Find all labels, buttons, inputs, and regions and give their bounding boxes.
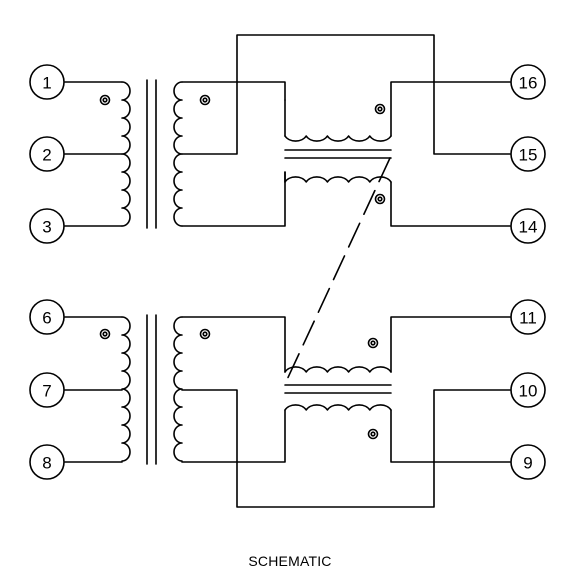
wire-sec-top-tap (181, 34, 511, 155)
pin-7: 7 (29, 372, 65, 408)
bottom-transformer-section (64, 314, 511, 508)
pin-10: 10 (510, 372, 546, 408)
wire-sec-center (181, 81, 286, 155)
pin-label: 2 (42, 146, 51, 165)
pin-label: 16 (519, 74, 538, 93)
pin-label: 8 (42, 454, 51, 473)
pin-14: 14 (510, 208, 546, 244)
choke-core (284, 149, 392, 159)
pin-label: 7 (42, 382, 51, 401)
pin-3: 3 (29, 208, 65, 244)
polarity-dot-inner-icon (102, 97, 108, 103)
polarity-dot-inner-icon (377, 196, 383, 202)
polarity-dot-icon (199, 328, 211, 340)
pin-label: 10 (519, 382, 538, 401)
polarity-dot-inner-icon (202, 97, 208, 103)
choke-upper-coil (284, 135, 392, 142)
pin-11: 11 (510, 299, 546, 335)
choke-upper-leads (284, 81, 511, 137)
pin-label: 3 (42, 218, 51, 237)
choke2-upper-coil (284, 366, 392, 373)
dashed-coupling-line (284, 157, 391, 385)
schematic-caption: SCHEMATIC (248, 553, 332, 569)
left-primary-coil-bottom (121, 316, 131, 462)
polarity-dot-icon (99, 328, 111, 340)
pin-15: 15 (510, 136, 546, 172)
pin-label: 15 (519, 146, 538, 165)
top-transformer-section (64, 34, 511, 229)
choke-lower-coil (284, 176, 392, 183)
choke2-upper-lead (390, 316, 511, 373)
polarity-dot-icon (99, 94, 111, 106)
pin-6: 6 (29, 299, 65, 335)
wire-sec-center-bottom (181, 389, 511, 508)
left-core-bottom (146, 314, 157, 465)
pin-2: 2 (29, 136, 65, 172)
choke-lower-leads (284, 171, 511, 227)
polarity-dot-icon (367, 428, 379, 440)
left-secondary-coil-top (173, 81, 183, 227)
wire-sec-bottom (181, 171, 286, 227)
polarity-dot-inner-icon (370, 431, 376, 437)
left-core-top (146, 79, 157, 229)
polarity-dot-icon (374, 193, 386, 205)
pin-label: 6 (42, 309, 51, 328)
pin-9: 9 (510, 444, 546, 480)
pin-label: 9 (523, 454, 532, 473)
polarity-dot-inner-icon (377, 106, 383, 112)
polarity-dot-icon (367, 337, 379, 349)
wire-sec-low-bottom (181, 409, 286, 463)
left-primary-coil-top (121, 81, 131, 227)
polarity-dot-inner-icon (102, 331, 108, 337)
polarity-dot-inner-icon (370, 340, 376, 346)
pin-label: 11 (519, 309, 537, 328)
pin-label: 14 (519, 218, 538, 237)
wire-sec-top-bottom (181, 316, 286, 373)
polarity-dot-icon (199, 94, 211, 106)
pin-16: 16 (510, 64, 546, 100)
polarity-dot-icon (374, 103, 386, 115)
pin-label: 1 (42, 74, 51, 93)
pin-1: 1 (29, 64, 65, 100)
pin-8: 8 (29, 444, 65, 480)
polarity-dot-inner-icon (202, 331, 208, 337)
choke2-core (284, 384, 392, 394)
choke2-lower-coil (284, 404, 392, 411)
choke2-lower-lead (390, 409, 511, 463)
left-secondary-coil-bottom (173, 316, 183, 462)
